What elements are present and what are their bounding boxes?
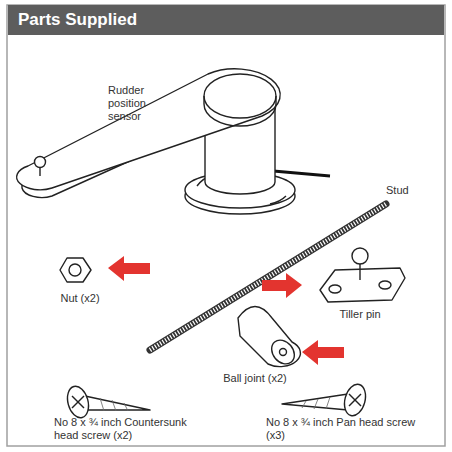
part-name: Ball joint (x2)	[205, 372, 305, 385]
header-bar: Parts Supplied	[8, 5, 444, 35]
part-name: Tiller pin	[325, 308, 395, 321]
part-name: Rudder position sensor	[108, 84, 160, 123]
title: Parts Supplied	[18, 10, 137, 30]
part-name: No 8 x ¾ inch Pan head screw (x3)	[266, 416, 416, 442]
part-name: Nut (x2)	[45, 292, 115, 305]
part-name: Stud	[386, 184, 436, 197]
part-name: No 8 x ¾ inch Countersunk head screw (x2…	[54, 416, 204, 442]
